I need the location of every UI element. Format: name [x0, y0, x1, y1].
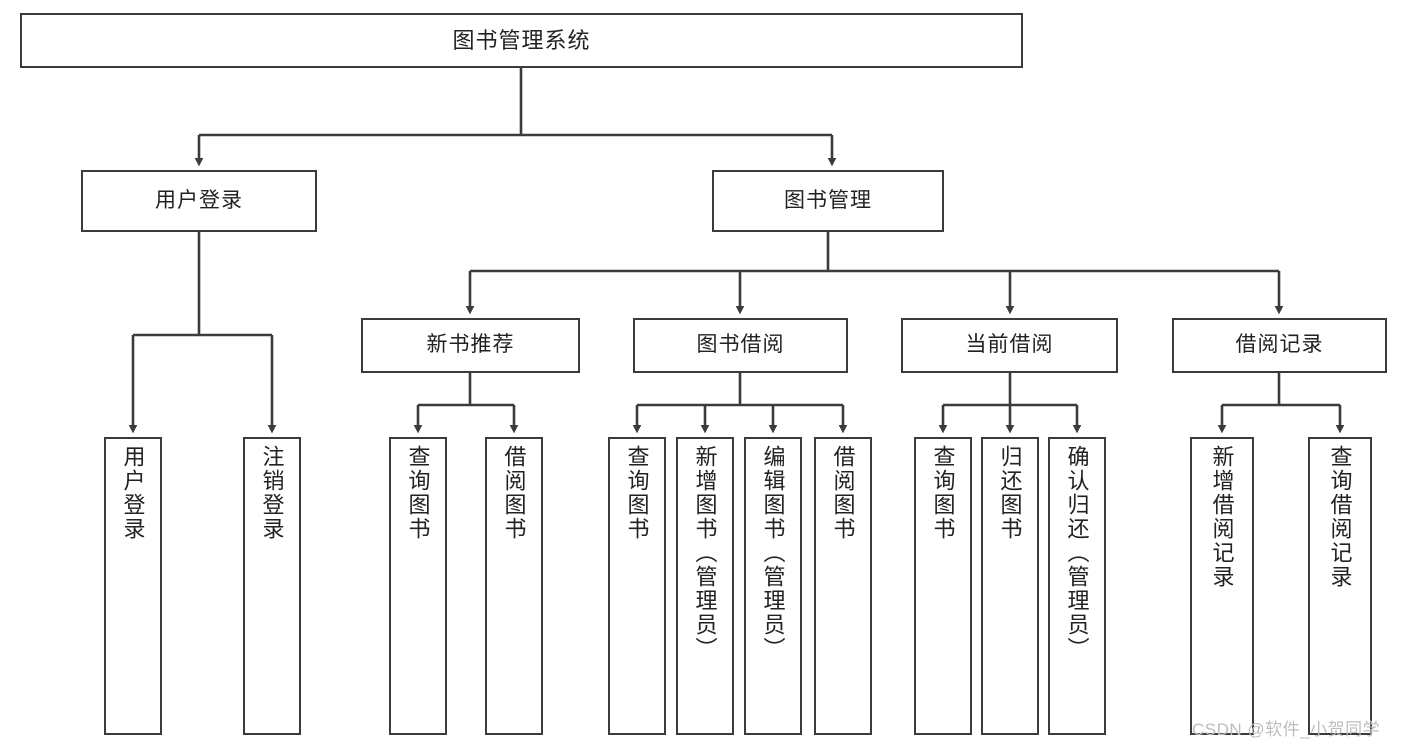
- csdn-watermark: CSDN @软件_小贺同学: [1192, 720, 1381, 739]
- node-label: 归还图书: [997, 445, 1023, 541]
- node-label: 图书管理系统: [452, 27, 591, 53]
- node-book-borrowing[interactable]: 图书借阅: [633, 318, 848, 373]
- node-label: 编辑图书（管理员）: [760, 445, 786, 661]
- node-root-book-management-system[interactable]: 图书管理系统: [20, 13, 1023, 68]
- leaf-new-book-borrow-book[interactable]: 借阅图书: [485, 437, 543, 735]
- leaf-current-query-book[interactable]: 查询图书: [914, 437, 972, 735]
- node-label: 查询借阅记录: [1327, 445, 1353, 589]
- node-label: 确认归还（管理员）: [1064, 445, 1090, 661]
- node-label: 图书管理: [784, 188, 872, 212]
- node-label: 用户登录: [155, 188, 243, 212]
- node-user-login[interactable]: 用户登录: [81, 170, 317, 232]
- leaf-user-login-login[interactable]: 用户登录: [104, 437, 162, 735]
- node-label: 注销登录: [259, 445, 285, 541]
- leaf-current-confirm-return-admin[interactable]: 确认归还（管理员）: [1048, 437, 1106, 735]
- leaf-current-return-book[interactable]: 归还图书: [981, 437, 1039, 735]
- leaf-borrow-borrow-book[interactable]: 借阅图书: [814, 437, 872, 735]
- leaf-borrow-add-book-admin[interactable]: 新增图书（管理员）: [676, 437, 734, 735]
- node-label: 查询图书: [405, 445, 431, 541]
- node-label: 借阅图书: [830, 445, 856, 541]
- node-label: 新增图书（管理员）: [692, 445, 718, 661]
- node-borrowing-records[interactable]: 借阅记录: [1172, 318, 1387, 373]
- node-label: 借阅图书: [501, 445, 527, 541]
- leaf-new-book-query-book[interactable]: 查询图书: [389, 437, 447, 735]
- node-label: 当前借阅: [965, 333, 1054, 357]
- leaf-record-query-record[interactable]: 查询借阅记录: [1308, 437, 1372, 735]
- leaf-borrow-query-book[interactable]: 查询图书: [608, 437, 666, 735]
- node-new-book-recommendation[interactable]: 新书推荐: [361, 318, 580, 373]
- node-book-management[interactable]: 图书管理: [712, 170, 944, 232]
- node-label: 查询图书: [624, 445, 650, 541]
- node-label: 查询图书: [930, 445, 956, 541]
- leaf-user-login-logout[interactable]: 注销登录: [243, 437, 301, 735]
- node-label: 新书推荐: [426, 333, 515, 357]
- leaf-record-add-record[interactable]: 新增借阅记录: [1190, 437, 1254, 735]
- node-label: 借阅记录: [1235, 333, 1324, 357]
- node-label: 新增借阅记录: [1209, 445, 1235, 589]
- node-current-borrowing[interactable]: 当前借阅: [901, 318, 1118, 373]
- node-label: 用户登录: [120, 445, 146, 541]
- node-label: 图书借阅: [696, 333, 785, 357]
- leaf-borrow-edit-book-admin[interactable]: 编辑图书（管理员）: [744, 437, 802, 735]
